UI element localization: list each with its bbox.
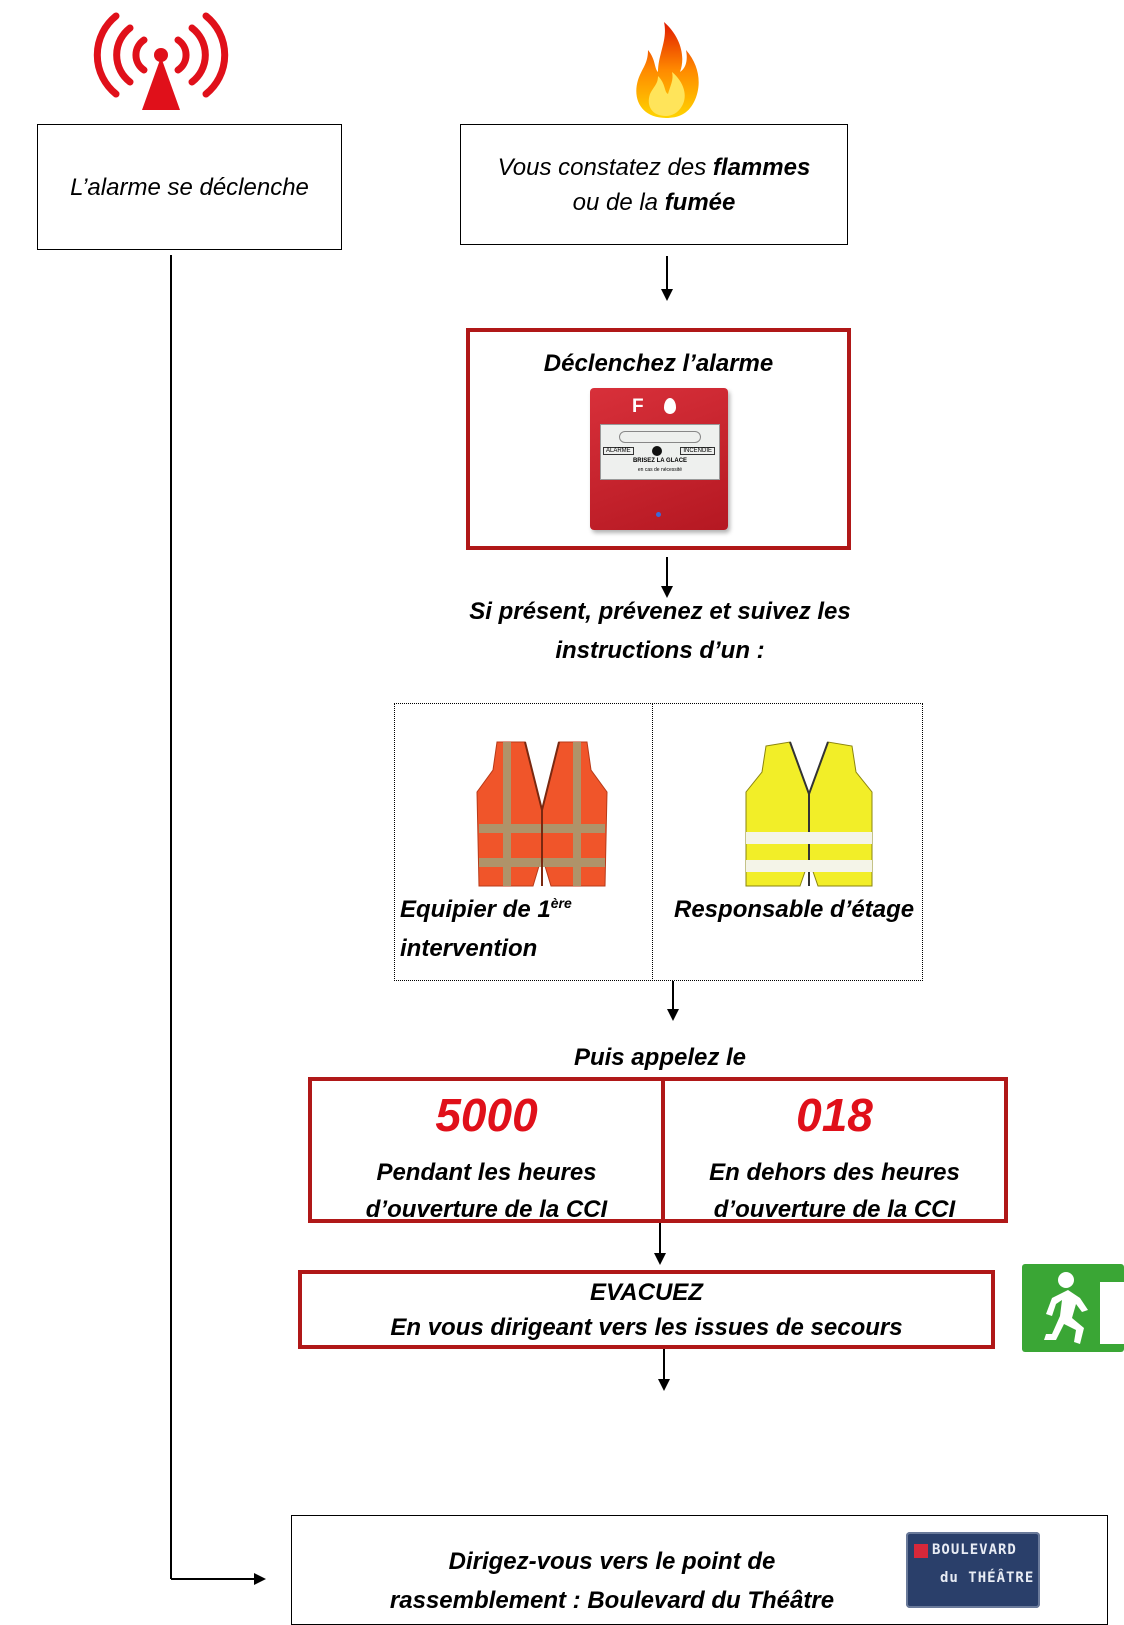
arrowhead <box>667 1009 679 1021</box>
running-man-icon <box>1044 1272 1124 1344</box>
external-number-box: 018 En dehors des heures d’ouverture de … <box>661 1077 1008 1223</box>
arrowhead <box>661 289 673 301</box>
call-point-label-bar: ALARME INCENDIE <box>603 445 715 457</box>
smoke-line: ou de la fumée <box>572 188 736 216</box>
inform-instructions: Si présent, prévenez et suivez les instr… <box>420 594 900 668</box>
external-number-label: En dehors des heures d’ouverture de la C… <box>709 1159 960 1223</box>
evacuate-title: EVACUEZ <box>590 1278 703 1306</box>
evacuate-box: EVACUEZ En vous dirigeant vers les issue… <box>298 1270 995 1349</box>
internal-number-box: 5000 Pendant les heures d’ouverture de l… <box>308 1077 665 1223</box>
arrowhead <box>654 1253 666 1265</box>
inform-line-1: Si présent, prévenez et suivez les <box>469 598 851 625</box>
call-point-right-label: INCENDIE <box>680 447 715 455</box>
equipier-label: Equipier de 1ère intervention <box>400 892 650 966</box>
equipier-label-line-2: intervention <box>400 935 538 962</box>
inform-line-2: instructions d’un : <box>555 637 765 664</box>
call-point-led <box>656 512 661 517</box>
responsable-label: Responsable d’étage <box>674 896 915 923</box>
trigger-alarm-title: Déclenchez l’alarme <box>543 350 774 377</box>
street-sign-image: BOULEVARD du THÉÂTRE <box>906 1532 1040 1608</box>
arrowhead <box>661 586 673 598</box>
assembly-point-box: Dirigez-vous vers le point de rassemblem… <box>291 1515 1108 1625</box>
evacuate-subtitle: En vous dirigeant vers les issues de sec… <box>390 1313 903 1341</box>
alarm-triggered-text: L’alarme se déclenche <box>70 173 309 201</box>
sign-emblem-icon <box>914 1544 928 1558</box>
call-point-left-label: ALARME <box>603 447 634 455</box>
manual-call-point: F ALARME INCENDIE BRISEZ LA GLACE en cas… <box>590 388 728 530</box>
flames-smoke-box: Vous constatez des flammes ou de la fumé… <box>460 124 848 245</box>
call-point-top-bar <box>619 431 701 443</box>
yellow-vest-image <box>745 741 873 887</box>
flames-line: Vous constatez des flammes <box>497 153 811 181</box>
call-point-instruction: BRISEZ LA GLACE <box>632 458 688 464</box>
call-point-glass: ALARME INCENDIE BRISEZ LA GLACE en cas d… <box>600 424 720 480</box>
assembly-line-2: rassemblement : Boulevard du Théâtre <box>389 1587 835 1614</box>
external-number: 018 <box>796 1089 873 1141</box>
sign-line-2: du THÉÂTRE <box>940 1570 1035 1586</box>
sign-line-1: BOULEVARD <box>932 1542 1017 1558</box>
assembly-line-1: Dirigez-vous vers le point de <box>448 1548 776 1575</box>
call-intro: Puis appelez le <box>573 1044 747 1071</box>
flame-small-icon <box>664 398 676 414</box>
call-point-subline: en cas de nécessité <box>637 467 683 473</box>
smoke-keyword: fumée <box>664 188 736 216</box>
trigger-alarm-box: Déclenchez l’alarme F ALARME INCENDIE BR… <box>466 328 851 550</box>
arrowhead <box>658 1379 670 1391</box>
call-point-button <box>652 446 662 456</box>
internal-number: 5000 <box>435 1089 538 1141</box>
flames-keyword: flammes <box>712 153 811 181</box>
emergency-exit-icon <box>1022 1264 1124 1352</box>
call-point-letter: F <box>632 396 644 417</box>
alarm-broadcast-icon <box>93 12 229 110</box>
arrowhead <box>254 1573 266 1585</box>
equipier-superscript: ère <box>550 895 572 911</box>
internal-number-label: Pendant les heures d’ouverture de la CCI <box>365 1159 608 1223</box>
fire-icon <box>636 22 699 118</box>
alarm-triggered-box: L’alarme se déclenche <box>37 124 342 250</box>
orange-vest-image <box>476 741 608 887</box>
